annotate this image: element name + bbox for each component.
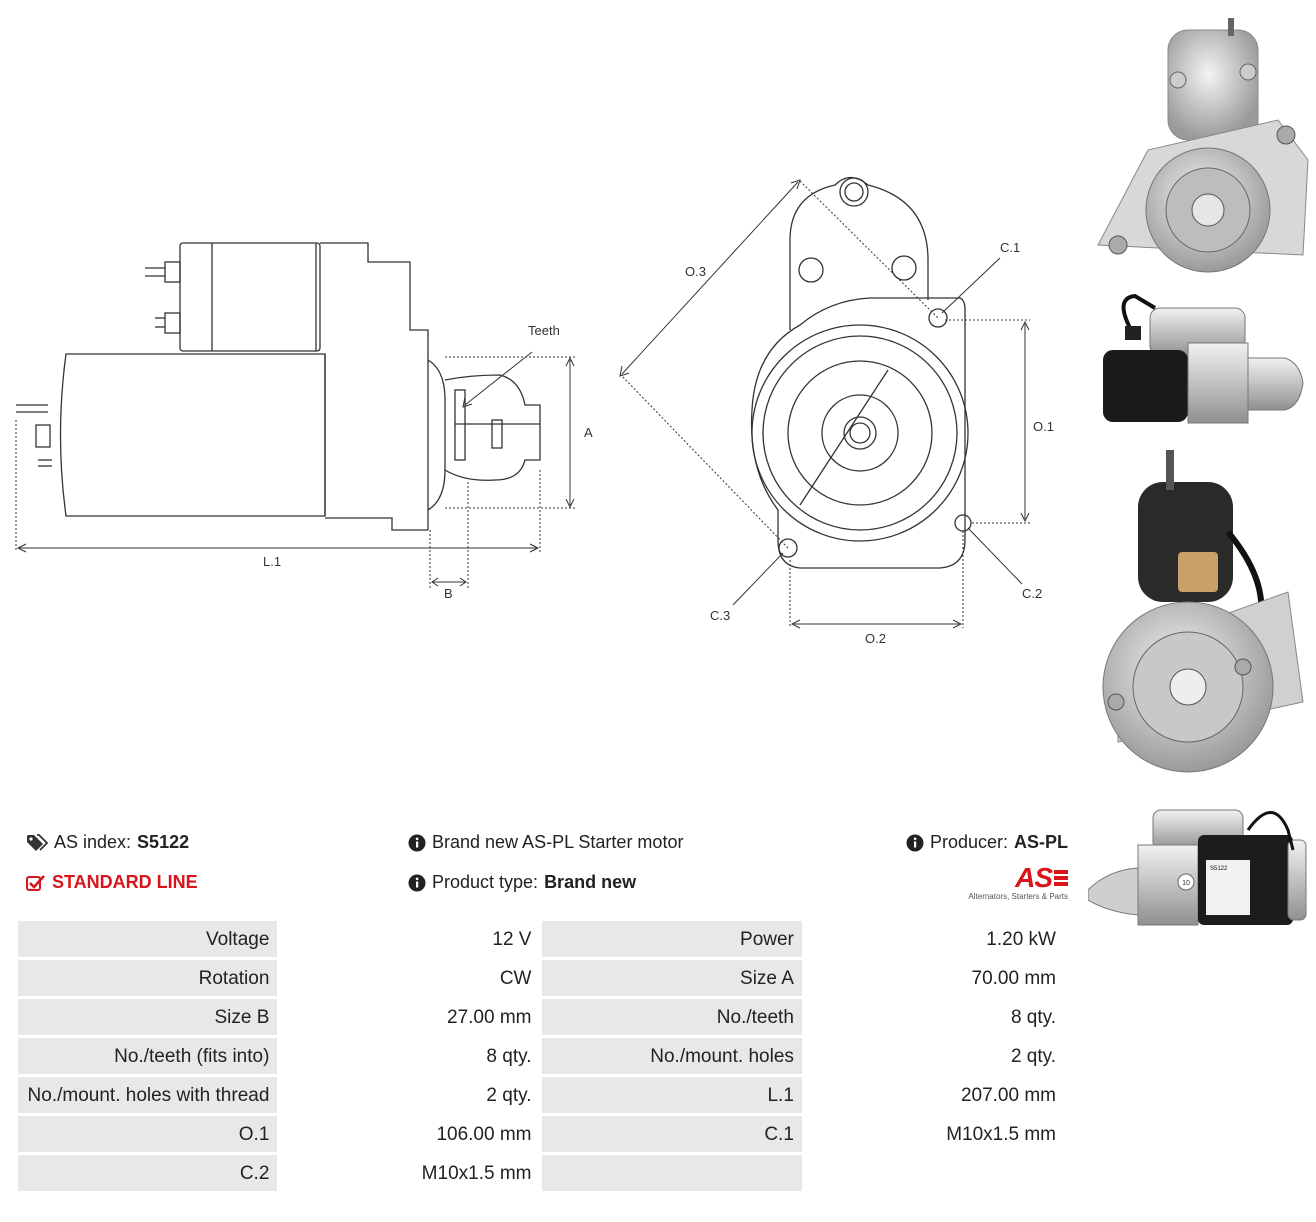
spec-value: CW — [280, 960, 540, 996]
spec-value: 2 qty. — [280, 1077, 540, 1113]
dim-o3-label: O.3 — [685, 264, 706, 279]
spec-label: O.1 — [18, 1116, 278, 1152]
dim-c1-label: C.1 — [1000, 240, 1020, 255]
info-icon — [408, 874, 426, 892]
standard-line: STANDARD LINE — [26, 872, 198, 893]
as-pl-logo: AS Alternators, Starters & Parts — [966, 864, 1068, 906]
spec-value: 27.00 mm — [280, 999, 540, 1035]
logo-tagline: Alternators, Starters & Parts — [968, 892, 1068, 901]
spec-label: C.1 — [542, 1116, 802, 1152]
spec-label: Power — [542, 921, 802, 957]
info-icon — [906, 834, 924, 852]
product-photo-side[interactable] — [1095, 288, 1307, 428]
dim-b-label: B — [444, 586, 453, 601]
product-type-value: Brand new — [544, 872, 637, 892]
spec-label: No./teeth — [542, 999, 802, 1035]
spec-value: 12 V — [280, 921, 540, 957]
spec-value: 2 qty. — [804, 1038, 1064, 1074]
spec-label: C.2 — [18, 1155, 278, 1191]
dim-o1-label: O.1 — [1033, 419, 1054, 434]
product-photo-label-side[interactable]: 10 S5122 — [1088, 790, 1312, 930]
logo-mark: AS — [1015, 862, 1053, 893]
spec-label: No./mount. holes — [542, 1038, 802, 1074]
spec-value — [804, 1155, 1064, 1191]
spec-row: No./teeth (fits into)8 qty.No./mount. ho… — [18, 1038, 1064, 1074]
spec-label: Rotation — [18, 960, 278, 996]
side-view-drawing: Teeth A L.1 B — [15, 242, 593, 601]
description-text: Brand new AS-PL Starter motor — [432, 832, 684, 852]
teeth-label: Teeth — [528, 323, 560, 338]
spec-value: M10x1.5 mm — [280, 1155, 540, 1191]
dim-c3-label: C.3 — [710, 608, 730, 623]
check-square-icon — [26, 874, 46, 892]
product-photo-front[interactable] — [1088, 10, 1312, 278]
product-type: Product type: Brand new — [408, 872, 636, 893]
spec-value: 8 qty. — [804, 999, 1064, 1035]
spec-label: Size A — [542, 960, 802, 996]
as-index-value: S5122 — [137, 832, 190, 852]
as-index: AS index: S5122 — [26, 832, 189, 853]
photo-badge-text: 10 — [1182, 880, 1190, 887]
spec-value: 1.20 kW — [804, 921, 1064, 957]
spec-value: 207.00 mm — [804, 1077, 1064, 1113]
spec-label: No./mount. holes with thread — [18, 1077, 278, 1113]
spec-value: 8 qty. — [280, 1038, 540, 1074]
spec-label: No./teeth (fits into) — [18, 1038, 278, 1074]
dim-l1-label: L.1 — [263, 554, 281, 569]
front-view-drawing: O.3 C.1 O.1 C.2 C.3 O.2 — [619, 176, 1054, 646]
producer-label: Producer: — [930, 832, 1009, 852]
spec-value: 70.00 mm — [804, 960, 1064, 996]
spec-label: Size B — [18, 999, 278, 1035]
product-type-label: Product type: — [432, 872, 539, 892]
producer: Producer: AS-PL — [906, 832, 1068, 853]
standard-line-label: STANDARD LINE — [52, 872, 198, 892]
tags-icon — [26, 833, 48, 852]
as-index-label: AS index: — [54, 832, 132, 852]
spec-label: Voltage — [18, 921, 278, 957]
spec-label — [542, 1155, 802, 1191]
dim-a-label: A — [584, 425, 593, 440]
photo-label-code: S5122 — [1210, 866, 1228, 872]
description: Brand new AS-PL Starter motor — [408, 832, 683, 853]
spec-value: M10x1.5 mm — [804, 1116, 1064, 1152]
dim-o2-label: O.2 — [865, 631, 886, 646]
info-icon — [408, 834, 426, 852]
dim-c2-label: C.2 — [1022, 586, 1042, 601]
spec-label: L.1 — [542, 1077, 802, 1113]
product-photo-rear[interactable] — [1088, 442, 1310, 778]
logo-stripes — [1054, 870, 1068, 886]
producer-value: AS-PL — [1014, 832, 1069, 852]
spec-value: 106.00 mm — [280, 1116, 540, 1152]
